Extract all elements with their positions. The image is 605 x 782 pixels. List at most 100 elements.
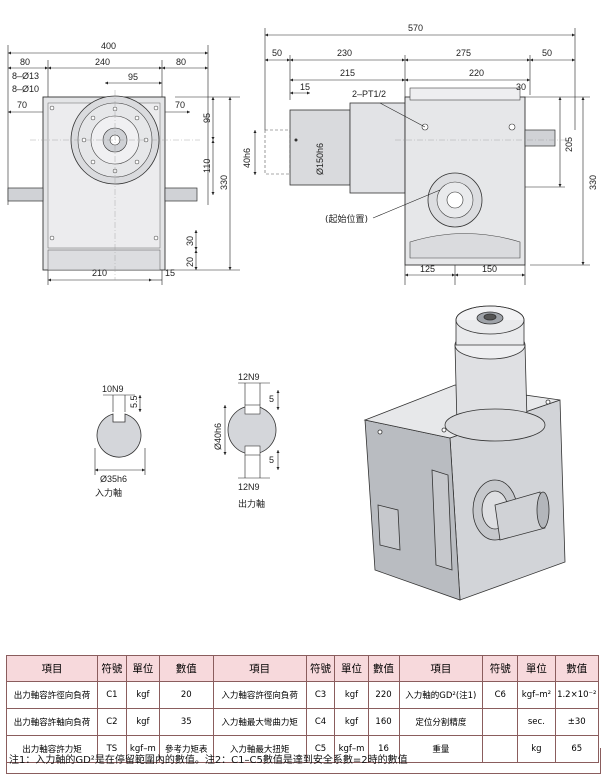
dim-230: 230 (337, 48, 352, 58)
table-cell: 參考力矩表 (158, 735, 214, 763)
table-cell: 出力軸容許徑向負荷 (6, 681, 98, 709)
header-value-1: 數值 (158, 655, 214, 682)
input-shaft-label: 入力軸 (95, 487, 122, 499)
table-cell: ±30 (554, 708, 599, 736)
table-cell: 1.2×10⁻² (554, 681, 599, 709)
header-value-2: 數值 (367, 655, 400, 682)
table-cell: kgf–m² (517, 681, 556, 709)
dim-50-left: 50 (272, 48, 282, 58)
table-cell: 220 (367, 681, 400, 709)
table-note: 注1：入力軸的GD²是在停留範圍內的數值。注2：C1–C5數值是達到安全系數=2… (6, 748, 601, 774)
spec-header-row: 項目 符號 單位 數值 項目 符號 單位 數值 項目 符號 單位 數值 (6, 655, 599, 682)
header-symbol-1: 符號 (96, 655, 127, 682)
header-symbol-2: 符號 (305, 655, 336, 682)
dim-330: 330 (219, 175, 229, 190)
dim-215: 215 (340, 68, 355, 78)
dim-40h6: 40h6 (242, 148, 252, 168)
dim-220: 220 (469, 68, 484, 78)
table-cell: 16 (367, 735, 400, 763)
output-key-bottom-label: 12N9 (238, 482, 260, 492)
table-cell: 入力軸容許徑向負荷 (212, 681, 307, 709)
dim-overall: 400 (101, 41, 116, 51)
dim-150: 150 (482, 264, 497, 274)
header-symbol-3: 符號 (482, 655, 519, 682)
table-cell: C6 (482, 681, 519, 709)
table-cell: kgf–m (125, 735, 160, 763)
table-cell: kg (517, 735, 556, 763)
table-cell: kgf (125, 708, 160, 736)
dim-70-left: 70 (17, 100, 27, 110)
input-shaft-section: 10N9 5.5 Ø35h6 入力軸 (94, 384, 146, 499)
front-view: 400 80 240 80 8–Ø13 8–Ø10 95 70 70 95 11… (7, 41, 240, 285)
dim-20: 20 (185, 257, 195, 267)
table-cell: 入力軸的GD²(注1) (398, 681, 484, 709)
output-shaft-label: 出力軸 (238, 498, 265, 510)
dim-110: 110 (202, 159, 212, 173)
header-item-2: 項目 (212, 655, 307, 682)
dim-center: 240 (95, 57, 110, 67)
output-depth-top: 5 (269, 394, 274, 404)
table-cell: kgf (334, 681, 369, 709)
table-cell: 35 (158, 708, 214, 736)
dim-dia150: Ø150h6 (315, 143, 325, 175)
table-cell: 出力軸容許軸向負荷 (6, 708, 98, 736)
table-cell: 65 (554, 735, 599, 763)
table-row: 出力軸容許軸向負荷 C2 kgf 35 入力軸最大彎曲力矩 C4 kgf 160… (6, 708, 599, 736)
dim-570: 570 (408, 23, 423, 33)
header-unit-1: 單位 (125, 655, 160, 682)
input-depth-label: 5.5 (129, 395, 139, 408)
table-cell: 定位分割精度 (398, 708, 484, 736)
table-cell: 160 (367, 708, 400, 736)
table-cell: 20 (158, 681, 214, 709)
dim-15: 15 (165, 268, 175, 278)
spec-table: 項目 符號 單位 數值 項目 符號 單位 數值 項目 符號 單位 數值 出力軸容… (6, 655, 599, 763)
dim-95-h: 95 (128, 72, 138, 82)
dim-50-right: 50 (542, 48, 552, 58)
table-cell: 入力軸最大扭矩 (212, 735, 307, 763)
dim-hole10: 8–Ø10 (12, 84, 39, 94)
dim-70-right: 70 (175, 100, 185, 110)
side-view: 570 50 230 275 50 215 220 15 2–PT1/2 30 … (242, 23, 598, 285)
header-item-3: 項目 (398, 655, 484, 682)
dim-left: 80 (20, 57, 30, 67)
engineering-drawing: 400 80 240 80 8–Ø13 8–Ø10 95 70 70 95 11… (7, 23, 598, 601)
output-dia-label: Ø40h6 (213, 423, 223, 450)
header-item-1: 項目 (6, 655, 98, 682)
table-row: 出力軸容許徑向負荷 C1 kgf 20 入力軸容許徑向負荷 C3 kgf 220… (6, 681, 599, 709)
input-key-label: 10N9 (102, 384, 124, 394)
output-depth-bottom: 5 (269, 455, 274, 465)
table-cell: TS (96, 735, 127, 763)
dim-15: 15 (300, 82, 310, 92)
table-cell: kgf–m (334, 735, 369, 763)
table-cell (482, 708, 519, 736)
table-cell: C1 (96, 681, 127, 709)
table-cell: sec. (517, 708, 556, 736)
table-cell: 入力軸最大彎曲力矩 (212, 708, 307, 736)
dim-275: 275 (456, 48, 471, 58)
isometric-illustration (363, 305, 566, 601)
header-value-3: 數值 (554, 655, 599, 682)
dim-330: 330 (588, 175, 598, 190)
table-cell: kgf (125, 681, 160, 709)
dim-30: 30 (185, 236, 195, 246)
table-cell: C4 (305, 708, 336, 736)
header-unit-3: 單位 (517, 655, 556, 682)
table-cell: C2 (96, 708, 127, 736)
dim-125: 125 (420, 264, 435, 274)
output-shaft-section: 12N9 12N9 Ø40h6 5 5 出力軸 (213, 372, 280, 510)
dim-95-v: 95 (202, 113, 212, 123)
start-position-label: (起始位置) (325, 213, 368, 225)
output-key-top-label: 12N9 (238, 372, 260, 382)
dim-hole13: 8–Ø13 (12, 71, 39, 81)
header-unit-2: 單位 (334, 655, 369, 682)
table-cell: kgf (334, 708, 369, 736)
dim-205: 205 (564, 137, 574, 152)
table-cell: 出力軸容許力矩 (6, 735, 98, 763)
dim-210: 210 (92, 268, 107, 278)
dim-30: 30 (516, 82, 526, 92)
pt-label: 2–PT1/2 (352, 89, 386, 99)
table-row: 出力軸容許力矩 TS kgf–m 參考力矩表 入力軸最大扭矩 C5 kgf–m … (6, 735, 599, 763)
input-dia-label: Ø35h6 (100, 474, 127, 484)
table-cell: C3 (305, 681, 336, 709)
dim-right: 80 (176, 57, 186, 67)
